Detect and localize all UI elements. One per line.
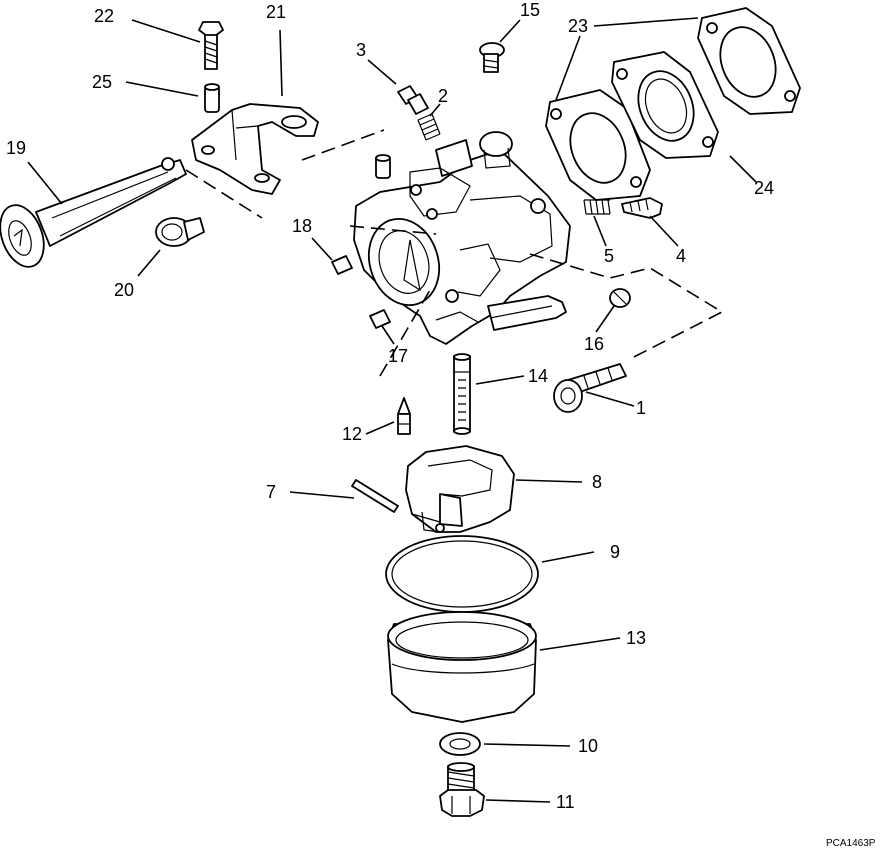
part-24-gasket-middle (611, 51, 719, 159)
part-19-choke-knob (0, 157, 187, 268)
part-20-plug (155, 217, 205, 247)
part-16-plug (609, 288, 631, 308)
label-1: 1 (636, 398, 646, 418)
part-14-jet (453, 353, 471, 435)
leader-lines (27, 17, 757, 803)
label-10: 10 (578, 736, 598, 756)
label-19: 19 (6, 138, 26, 158)
part-13-float-bowl (387, 611, 537, 723)
part-8-float (405, 445, 515, 533)
label-15: 15 (520, 0, 540, 20)
label-16: 16 (584, 334, 604, 354)
part-11-drain-screw (439, 762, 485, 817)
label-2: 2 (438, 86, 448, 106)
label-5: 5 (604, 246, 614, 266)
callout-labels: 22 21 25 19 20 3 2 15 23 24 5 4 18 17 16… (6, 0, 774, 812)
part-10-washer (439, 732, 481, 756)
part-9-gasket-ring (385, 535, 539, 613)
figure-code: PCA1463P (826, 838, 876, 848)
part-4-needle-screw (621, 197, 663, 219)
label-17: 17 (388, 346, 408, 366)
label-11: 11 (556, 792, 575, 812)
part-12-needle (397, 397, 411, 435)
label-22: 22 (94, 6, 114, 26)
label-8: 8 (592, 472, 602, 492)
label-9: 9 (610, 542, 620, 562)
part-23-gasket-front (545, 89, 651, 201)
label-20: 20 (114, 280, 134, 300)
label-13: 13 (626, 628, 646, 648)
part-22-screw (198, 21, 224, 70)
part-3-screw (397, 85, 429, 115)
label-21: 21 (266, 2, 286, 22)
label-24: 24 (754, 178, 774, 198)
label-12: 12 (342, 424, 362, 444)
label-18: 18 (292, 216, 312, 236)
part-25-sleeve (204, 83, 220, 113)
part-7-pin (351, 479, 399, 513)
part-5-spring (583, 199, 611, 215)
part-15-screw (479, 42, 505, 73)
label-7: 7 (266, 482, 276, 502)
label-3: 3 (356, 40, 366, 60)
part-21-bracket (191, 103, 319, 195)
part-18-screw (331, 255, 353, 275)
part-17-screw (369, 309, 391, 329)
label-4: 4 (676, 246, 686, 266)
part-1-bolt (553, 363, 627, 413)
label-23: 23 (568, 16, 588, 36)
carburetor-body (353, 131, 571, 345)
assembly-dash-lines (185, 129, 724, 377)
label-25: 25 (92, 72, 112, 92)
part-23-gasket-rear (697, 7, 801, 115)
part-2-spring (417, 113, 441, 141)
label-14: 14 (528, 366, 548, 386)
